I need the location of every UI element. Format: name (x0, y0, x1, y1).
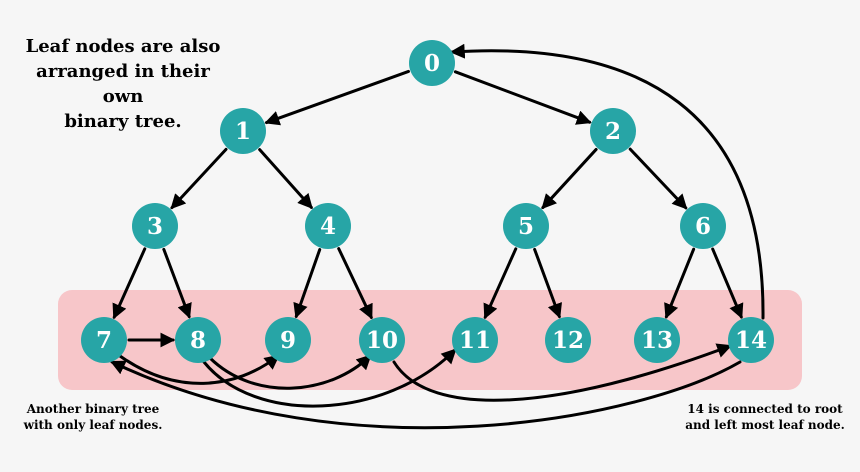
tree-node-1: 1 (220, 108, 266, 154)
edge-5-to-11 (483, 247, 518, 320)
tree-node-9: 9 (265, 317, 311, 363)
edge-14-to-0 (449, 43, 765, 320)
leaf-tree-note-line: Leaf nodes are also (25, 36, 221, 57)
edge-7-to-9 (118, 354, 280, 385)
node-label: 10 (366, 327, 398, 354)
node-label: 0 (424, 50, 440, 77)
node-circle (503, 203, 549, 249)
edge-2-to-6 (628, 147, 688, 210)
node-circle (81, 317, 127, 363)
tree-node-7: 7 (81, 317, 127, 363)
edge-6-to-14 (711, 247, 744, 320)
node-circle (359, 317, 405, 363)
edge-0-to-1 (264, 69, 410, 126)
leaf-only-tree-note-line: Another binary tree (26, 402, 160, 416)
node-circle (265, 317, 311, 363)
leaf-tree-note: Leaf nodes are also arranged in their ow… (18, 34, 228, 134)
node-circle (452, 317, 498, 363)
leaf-only-tree-note: Another binary tree with only leaf nodes… (18, 401, 168, 433)
node-circle (680, 203, 726, 249)
node-label: 3 (147, 213, 163, 240)
node-circle (305, 203, 351, 249)
edge-10-to-14 (392, 343, 733, 402)
tree-node-13: 13 (634, 317, 680, 363)
edge-3-to-8 (162, 247, 192, 319)
edges-layer (109, 43, 765, 430)
leaf-tree-note-line: arranged in their own (36, 61, 210, 107)
tree-node-8: 8 (175, 317, 221, 363)
edge-4-to-9 (293, 248, 322, 319)
node-circle (220, 108, 266, 154)
node-label: 13 (641, 327, 673, 354)
edge-5-to-12 (533, 247, 562, 319)
node-circle (545, 317, 591, 363)
node-label: 4 (320, 213, 336, 240)
node-circle (634, 317, 680, 363)
tree-node-14: 14 (728, 317, 774, 363)
tree-node-6: 6 (680, 203, 726, 249)
edge-14-to-7 (109, 360, 742, 430)
node-label: 6 (695, 213, 711, 240)
edge-6-to-13 (664, 247, 696, 319)
node-label: 11 (459, 327, 491, 354)
leaf-only-tree-note-line: with only leaf nodes. (23, 418, 163, 432)
edge-3-to-7 (112, 247, 147, 320)
root-link-note-line: 14 is connected to root (687, 402, 843, 416)
node-circle (409, 40, 455, 86)
node-label: 1 (235, 118, 251, 145)
node-label: 7 (96, 327, 112, 354)
tree-node-11: 11 (452, 317, 498, 363)
leaf-nodes-band (58, 290, 802, 390)
edge-1-to-4 (258, 148, 313, 210)
node-label: 14 (735, 327, 767, 354)
edge-8-to-10 (208, 354, 372, 390)
node-label: 9 (280, 327, 296, 354)
tree-node-10: 10 (359, 317, 405, 363)
root-link-note: 14 is connected to root and left most le… (676, 401, 854, 433)
edge-4-to-10 (337, 247, 373, 320)
node-label: 2 (605, 118, 621, 145)
tree-node-12: 12 (545, 317, 591, 363)
node-circle (728, 317, 774, 363)
tree-node-3: 3 (132, 203, 178, 249)
tree-node-0: 0 (409, 40, 455, 86)
edge-1-to-3 (170, 147, 228, 210)
root-link-note-line: and left most leaf node. (685, 418, 845, 432)
tree-node-2: 2 (590, 108, 636, 154)
node-label: 12 (552, 327, 584, 354)
edge-0-to-2 (453, 70, 592, 125)
node-circle (590, 108, 636, 154)
tree-node-5: 5 (503, 203, 549, 249)
tree-node-4: 4 (305, 203, 351, 249)
edge-8-to-11 (202, 348, 457, 408)
leaf-tree-note-line: binary tree. (64, 111, 182, 132)
edge-2-to-5 (541, 147, 598, 210)
node-circle (132, 203, 178, 249)
node-label: 8 (190, 327, 206, 354)
node-circle (175, 317, 221, 363)
node-label: 5 (518, 213, 534, 240)
